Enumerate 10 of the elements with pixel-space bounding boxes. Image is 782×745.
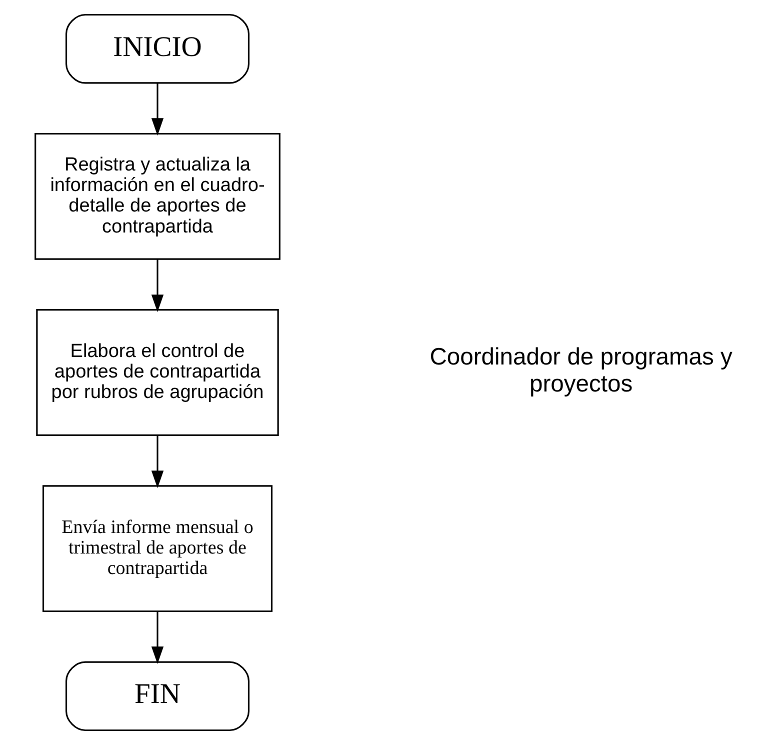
node-box: Elabora el control de aportes de contrapartida por rubros de agrupación — [36, 309, 278, 436]
node-box: Envía informe mensual o trimestral de aportes de contrapartida — [42, 485, 272, 612]
node-box: INICIO — [64, 14, 250, 84]
label: Coordinador de programas y proyectos — [429, 344, 732, 398]
arrow — [150, 83, 164, 136]
node-box: Registra y actualiza la información en el cuadro-detalle de aportes de contrapartida — [34, 132, 280, 260]
arrow — [150, 611, 164, 664]
arrow — [150, 259, 164, 312]
arrow — [150, 436, 164, 488]
node-box: FIN — [64, 661, 250, 732]
